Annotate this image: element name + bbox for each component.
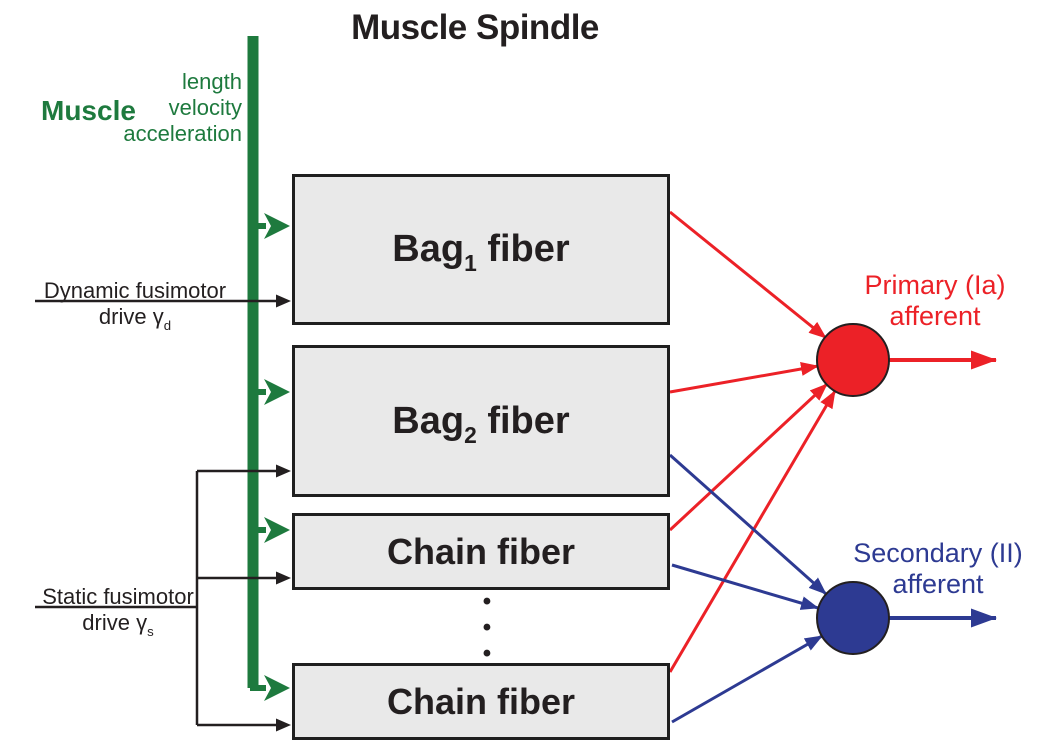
bag1-fiber-box: Bag1 fiber bbox=[292, 174, 670, 325]
static-fusimotor-label: Static fusimotor drive γs bbox=[13, 584, 223, 639]
dynamic-fusimotor-label: Dynamic fusimotor drive γd bbox=[30, 278, 240, 333]
signal-acceleration: acceleration bbox=[123, 121, 242, 146]
static-fusimotor-line2: drive γs bbox=[82, 610, 154, 639]
more-chain-fibers-ellipsis: • • • bbox=[482, 588, 492, 667]
secondary-afferent-lines bbox=[669, 453, 997, 724]
primary-afferent-lines bbox=[668, 210, 997, 673]
bag1-fiber-label: Bag1 fiber bbox=[392, 228, 570, 277]
bag2-fiber-box: Bag2 fiber bbox=[292, 345, 670, 497]
muscle-label: Muscle bbox=[41, 95, 136, 126]
chain-fiber-box-1: Chain fiber bbox=[292, 513, 670, 590]
secondary-afferent-label: Secondary (II) afferent bbox=[853, 538, 1023, 599]
muscle-signal-list: length velocity acceleration bbox=[98, 69, 242, 147]
secondary-afferent-node bbox=[816, 581, 890, 655]
bag2-fiber-label: Bag2 fiber bbox=[392, 399, 570, 448]
chain-fiber-label-2: Chain fiber bbox=[386, 680, 575, 722]
chain-fiber-label-1: Chain fiber bbox=[386, 530, 575, 572]
muscle-drive-bar bbox=[247, 36, 290, 701]
page-title: Muscle Spindle bbox=[351, 8, 599, 47]
primary-afferent-node bbox=[816, 323, 890, 397]
static-fusimotor-lines bbox=[35, 464, 291, 732]
dynamic-fusimotor-line2: drive γd bbox=[98, 304, 172, 333]
signal-length: length bbox=[182, 69, 242, 94]
static-fusimotor-line1: Static fusimotor bbox=[42, 584, 194, 609]
primary-afferent-label: Primary (Ia) afferent bbox=[864, 270, 1006, 331]
dynamic-fusimotor-line1: Dynamic fusimotor bbox=[43, 278, 227, 303]
chain-fiber-box-2: Chain fiber bbox=[292, 663, 670, 740]
signal-velocity: velocity bbox=[168, 95, 242, 120]
